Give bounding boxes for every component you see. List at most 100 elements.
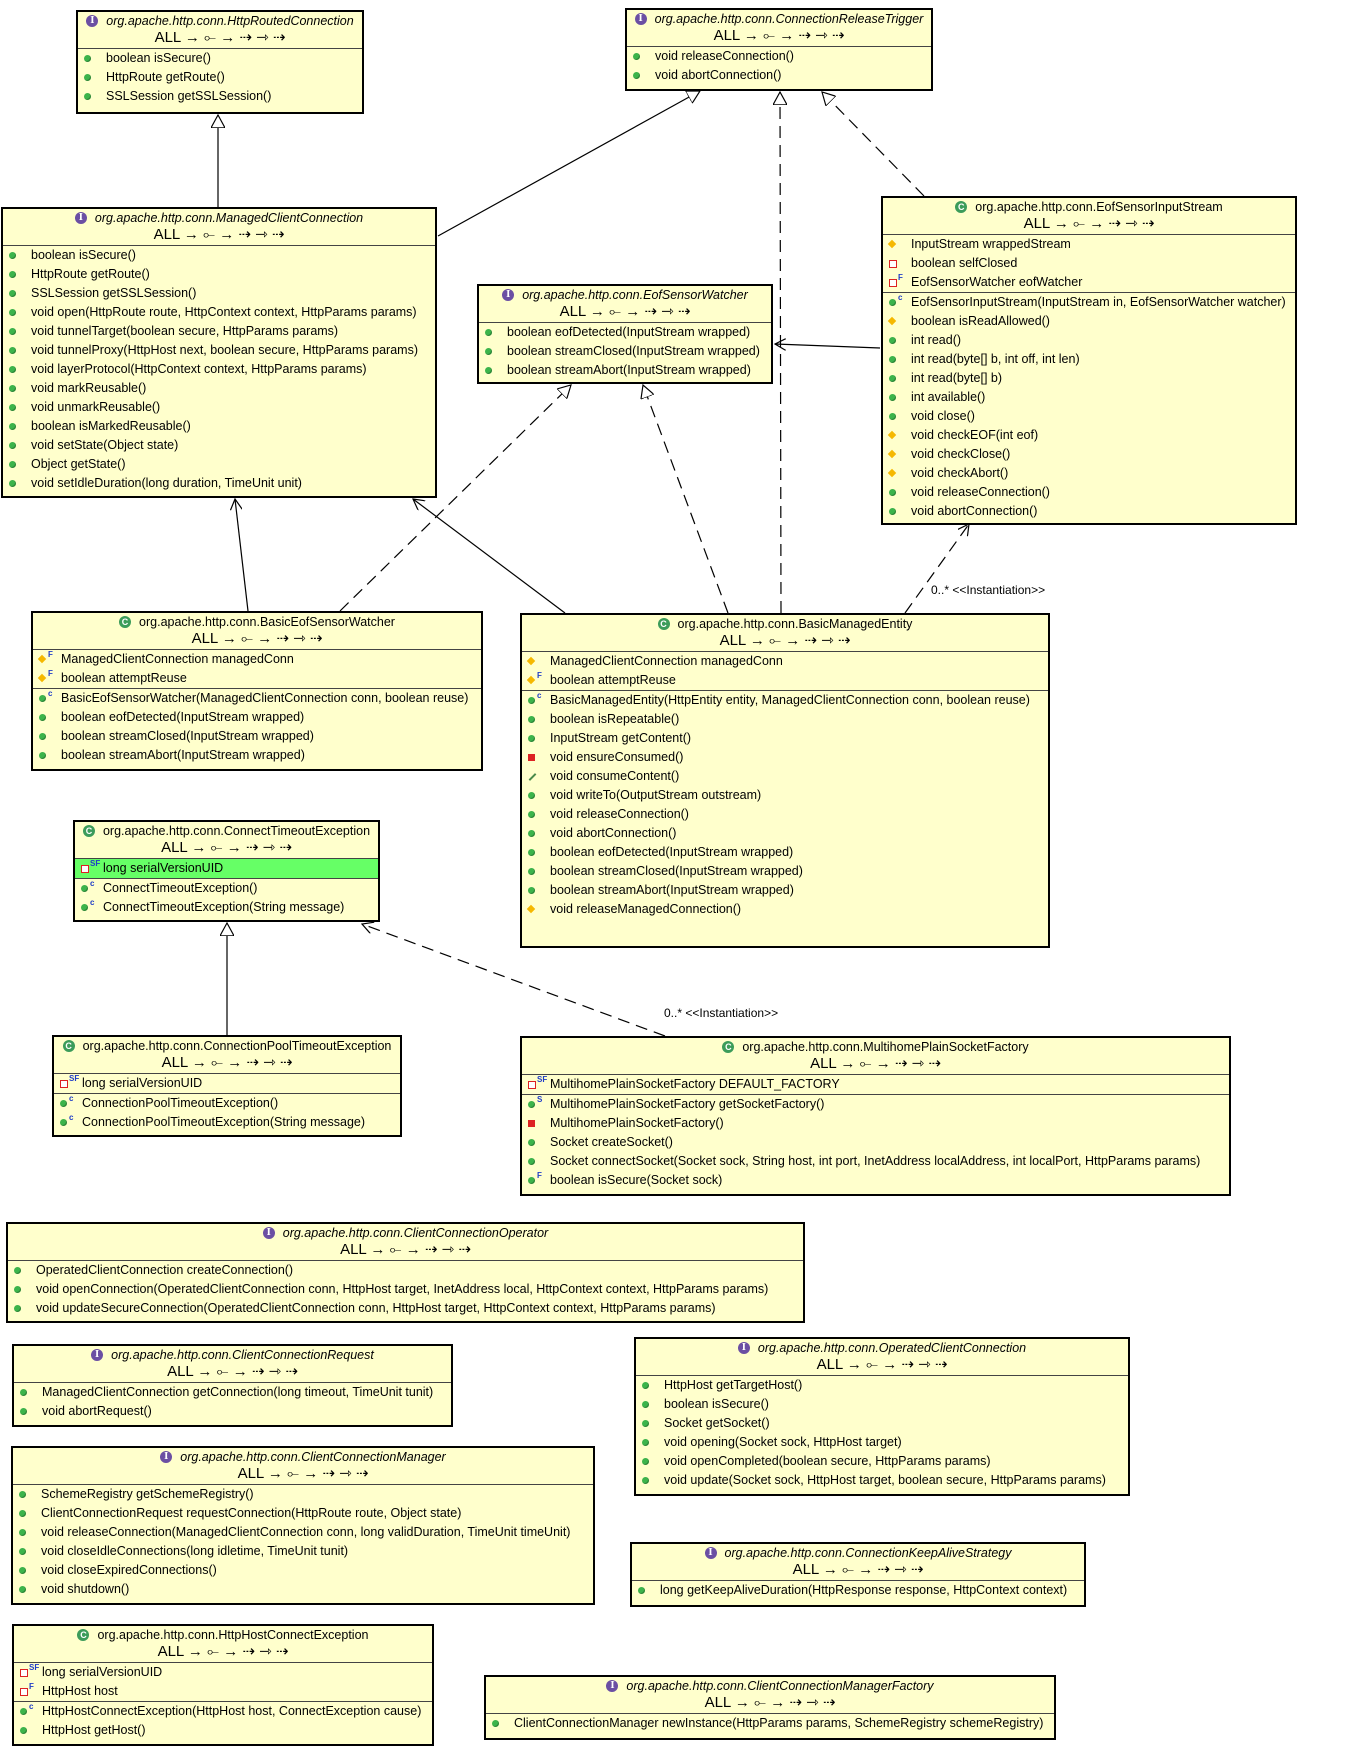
visibility-filter[interactable]: ALL → ⟜ → ⇢ ⇾ ⇢ (8, 1242, 803, 1260)
methods-row[interactable]: ClientConnectionRequest requestConnectio… (13, 1504, 593, 1523)
methods-row[interactable]: boolean streamClosed(InputStream wrapped… (33, 727, 481, 746)
visibility-filter[interactable]: ALL → ⟜ → ⇢ ⇾ ⇢ (78, 30, 362, 48)
methods-row[interactable]: void update(Socket sock, HttpHost target… (636, 1471, 1128, 1490)
methods-row[interactable]: void closeIdleConnections(long idletime,… (13, 1542, 593, 1561)
methods-row[interactable]: void tunnelProxy(HttpHost next, boolean … (3, 341, 435, 360)
methods-row[interactable]: void closeExpiredConnections() (13, 1561, 593, 1580)
methods-row[interactable]: SchemeRegistry getSchemeRegistry() (13, 1485, 593, 1504)
methods-row[interactable]: OperatedClientConnection createConnectio… (8, 1261, 803, 1280)
methods-row[interactable]: int read(byte[] b, int off, int len) (883, 350, 1295, 369)
visibility-filter[interactable]: ALL → ⟜ → ⇢ ⇾ ⇢ (522, 633, 1048, 651)
methods-row[interactable]: SSLSession getSSLSession() (3, 284, 435, 303)
methods-row[interactable]: boolean isSecure() (78, 49, 362, 68)
methods-row[interactable]: void writeTo(OutputStream outstream) (522, 786, 1048, 805)
methods-row[interactable]: Object getState() (3, 455, 435, 474)
visibility-filter[interactable]: ALL → ⟜ → ⇢ ⇾ ⇢ (522, 1056, 1229, 1074)
methods-row[interactable]: boolean eofDetected(InputStream wrapped) (479, 323, 771, 342)
visibility-filter[interactable]: ALL → ⟜ → ⇢ ⇾ ⇢ (54, 1055, 400, 1073)
methods-row[interactable]: void releaseConnection() (883, 483, 1295, 502)
fields-row[interactable]: ManagedClientConnection managedConn (522, 652, 1048, 671)
visibility-filter[interactable]: ALL → ⟜ → ⇢ ⇾ ⇢ (636, 1357, 1128, 1375)
methods-row[interactable]: void consumeContent() (522, 767, 1048, 786)
fields-row[interactable]: InputStream wrappedStream (883, 235, 1295, 254)
methods-row[interactable]: int read(byte[] b) (883, 369, 1295, 388)
methods-row[interactable]: void close() (883, 407, 1295, 426)
methods-row[interactable]: void opening(Socket sock, HttpHost targe… (636, 1433, 1128, 1452)
methods-row[interactable]: SSLSession getSSLSession() (78, 87, 362, 106)
methods-row[interactable]: void updateSecureConnection(OperatedClie… (8, 1299, 803, 1318)
methods-row[interactable]: void unmarkReusable() (3, 398, 435, 417)
methods-row[interactable]: void abortConnection() (627, 66, 931, 85)
fields-row[interactable]: boolean selfClosed (883, 254, 1295, 273)
methods-row[interactable]: boolean streamAbort(InputStream wrapped) (522, 881, 1048, 900)
visibility-filter[interactable]: ALL → ⟜ → ⇢ ⇾ ⇢ (14, 1644, 432, 1662)
visibility-filter[interactable]: ALL → ⟜ → ⇢ ⇾ ⇢ (627, 28, 931, 46)
visibility-filter[interactable]: ALL → ⟜ → ⇢ ⇾ ⇢ (883, 216, 1295, 234)
methods-row[interactable]: void releaseConnection(ManagedClientConn… (13, 1523, 593, 1542)
methods-row[interactable]: InputStream getContent() (522, 729, 1048, 748)
visibility-filter[interactable]: ALL → ⟜ → ⇢ ⇾ ⇢ (486, 1695, 1054, 1713)
visibility-filter[interactable]: ALL → ⟜ → ⇢ ⇾ ⇢ (13, 1466, 593, 1484)
methods-row[interactable]: boolean isSecure() (636, 1395, 1128, 1414)
methods-row[interactable]: void abortConnection() (883, 502, 1295, 521)
methods-row[interactable]: Socket createSocket() (522, 1133, 1229, 1152)
methods-row[interactable]: void ensureConsumed() (522, 748, 1048, 767)
methods-row[interactable]: void abortConnection() (522, 824, 1048, 843)
visibility-filter[interactable]: ALL → ⟜ → ⇢ ⇾ ⇢ (3, 227, 435, 245)
methods-row[interactable]: void checkEOF(int eof) (883, 426, 1295, 445)
methods-row[interactable]: void releaseManagedConnection() (522, 900, 1048, 919)
methods-row[interactable]: void setIdleDuration(long duration, Time… (3, 474, 435, 493)
methods-row[interactable]: boolean streamClosed(InputStream wrapped… (522, 862, 1048, 881)
visibility-filter[interactable]: ALL → ⟜ → ⇢ ⇾ ⇢ (632, 1562, 1084, 1580)
methods-row[interactable]: void shutdown() (13, 1580, 593, 1599)
methods-row[interactable]: boolean isSecure() (3, 246, 435, 265)
methods-row[interactable]: HttpRoute getRoute() (78, 68, 362, 87)
methods-row[interactable]: void setState(Object state) (3, 436, 435, 455)
methods-row[interactable]: void releaseConnection() (627, 47, 931, 66)
methods-row[interactable]: boolean streamAbort(InputStream wrapped) (479, 361, 771, 380)
methods-row[interactable]: int read() (883, 331, 1295, 350)
visibility-filter[interactable]: ALL → ⟜ → ⇢ ⇾ ⇢ (75, 840, 378, 858)
methods-row[interactable]: void checkAbort() (883, 464, 1295, 483)
methods-row[interactable]: void tunnelTarget(boolean secure, HttpPa… (3, 322, 435, 341)
methods-row[interactable]: ClientConnectionManager newInstance(Http… (486, 1714, 1054, 1733)
methods-row[interactable]: void releaseConnection() (522, 805, 1048, 824)
methods-row[interactable]: void layerProtocol(HttpContext context, … (3, 360, 435, 379)
methods-row[interactable]: MultihomePlainSocketFactory() (522, 1114, 1229, 1133)
methods-row[interactable]: Socket getSocket() (636, 1414, 1128, 1433)
methods-row[interactable]: boolean isMarkedReusable() (3, 417, 435, 436)
methods-row[interactable]: boolean eofDetected(InputStream wrapped) (522, 843, 1048, 862)
methods-row[interactable]: boolean eofDetected(InputStream wrapped) (33, 708, 481, 727)
methods-row[interactable]: void open(HttpRoute route, HttpContext c… (3, 303, 435, 322)
methods-row[interactable]: HttpRoute getRoute() (3, 265, 435, 284)
methods-row[interactable]: void openConnection(OperatedClientConnec… (8, 1280, 803, 1299)
methods-row[interactable]: void checkClose() (883, 445, 1295, 464)
methods-row[interactable]: void markReusable() (3, 379, 435, 398)
